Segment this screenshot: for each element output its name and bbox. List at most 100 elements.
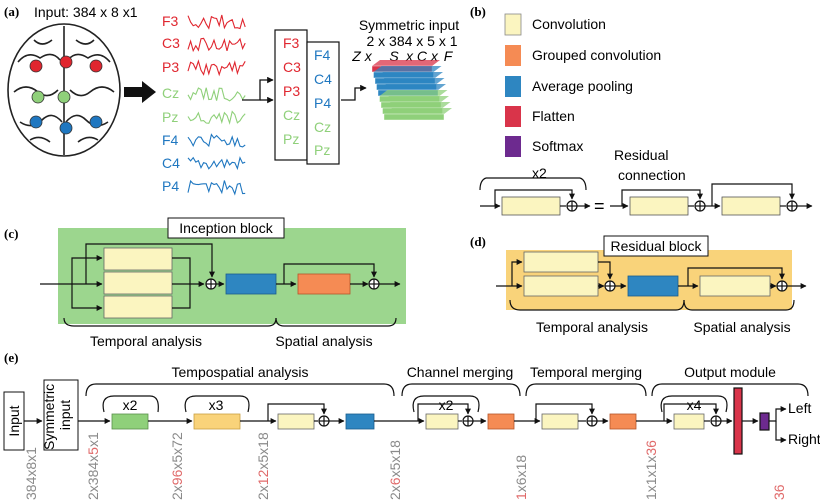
- eeg-trace: [187, 14, 246, 30]
- dimension-part: 1: [513, 492, 529, 500]
- dimension-label: 2x384x5x1: [85, 432, 101, 500]
- group-label-tempospatial: Tempospatial analysis: [172, 364, 309, 380]
- output-right: Right: [788, 431, 820, 447]
- repeat-label-e: x4: [687, 397, 702, 413]
- output-left: Left: [788, 400, 811, 416]
- electrode-pz: [57, 90, 71, 104]
- stack-label: Cz: [314, 119, 331, 135]
- dimension-part: 2x: [387, 485, 403, 500]
- spatial-analysis-d: Spatial analysis: [693, 319, 790, 335]
- group-label-channel-merging: Channel merging: [407, 364, 514, 380]
- channel-label: Cz: [162, 85, 179, 101]
- eeg-trace: [187, 179, 246, 196]
- electrode-p4: [89, 115, 103, 129]
- channel-stack-left: F3 C3 P3 Cz Pz: [274, 29, 308, 161]
- eeg-channel-labels: F3 C3 P3 Cz Pz F4 C4 P4: [162, 13, 180, 194]
- repeat-label-e: x2: [123, 397, 138, 413]
- stack-label: P4: [314, 95, 331, 111]
- symmetric-input-label: Symmetric: [41, 384, 57, 450]
- dimension-part: 6: [387, 477, 403, 485]
- repeat-label-b: x2: [532, 165, 547, 181]
- legend-label: Average pooling: [532, 78, 633, 94]
- stack-label: Pz: [314, 142, 330, 158]
- electrodes: [29, 55, 103, 135]
- pipeline-groups: [85, 383, 809, 413]
- tensor-layer: [383, 113, 445, 121]
- legend: Convolution Grouped convolution Average …: [504, 13, 661, 157]
- dimension-part: 5: [85, 447, 101, 455]
- channel-stack-right: F4 C4 P4 Cz Pz: [306, 41, 340, 165]
- dimension-part: x5x18: [387, 440, 403, 478]
- dimension-label: 384x8x1: [23, 447, 39, 500]
- dimension-part: 12: [255, 469, 271, 485]
- input-label: Input: 384 x 8 x1: [34, 4, 138, 20]
- residual-title: Residual block: [610, 238, 702, 254]
- legend-swatch-grouped: [505, 45, 521, 66]
- legend-swatch-pooling: [505, 76, 521, 97]
- legend-label: Softmax: [532, 138, 583, 154]
- panel-label-b: (b): [470, 4, 486, 19]
- panel-label-d: (d): [470, 234, 486, 249]
- electrode-c3: [59, 55, 73, 69]
- repeat-label-e: x3: [209, 397, 224, 413]
- stack-label: C4: [314, 71, 332, 87]
- big-arrow: [124, 81, 156, 103]
- dimension-label: 2x6x5x18: [387, 440, 403, 500]
- tensor-layer-top: [379, 90, 448, 96]
- panel-label-c: (c): [4, 226, 18, 241]
- channel-label: C3: [162, 35, 180, 51]
- channel-label: Pz: [162, 109, 178, 125]
- symmetric-input-label: Symmetric input 2 x 384 x 5 x 1 Z x S x …: [351, 17, 459, 64]
- input-box-label: Input: [6, 405, 22, 436]
- dimension-part: x6x18: [513, 455, 529, 493]
- pipeline-flow: [24, 387, 787, 455]
- dimension-label: 36: [771, 484, 787, 500]
- electrode-f4: [29, 115, 43, 129]
- stack-label: F3: [283, 35, 300, 51]
- electrode-f3: [29, 59, 43, 73]
- group-label-temporal-merging: Temporal merging: [530, 364, 642, 380]
- panel-label-e: (e): [4, 350, 18, 365]
- brain-illustration: [7, 23, 121, 157]
- legend-swatch-softmax: [505, 136, 521, 157]
- residual-line1: Residual: [614, 147, 668, 163]
- eeg-trace: [187, 87, 246, 102]
- dimension-label: 1x1x1x36: [643, 440, 659, 500]
- dimension-part: 2x: [169, 485, 185, 500]
- group-label-output-module: Output module: [684, 364, 776, 380]
- repeat-label-e: x2: [439, 397, 454, 413]
- channel-label: F3: [162, 13, 179, 29]
- tensor-layer-top: [372, 60, 440, 66]
- sym-title: Symmetric input: [359, 17, 459, 33]
- stack-label: Cz: [283, 107, 300, 123]
- electrode-c4: [59, 121, 73, 135]
- legend-swatch-convolution: [504, 13, 522, 36]
- dimension-part: 96: [169, 469, 185, 485]
- legend-label: Convolution: [532, 16, 606, 32]
- eeg-trace: [187, 59, 246, 77]
- channel-label: F4: [162, 132, 179, 148]
- tensor-layer-top: [376, 78, 445, 84]
- eeg-traces: [187, 14, 246, 196]
- residual-equivalence: [479, 177, 813, 216]
- sym-dims: 2 x 384 x 5 x 1: [366, 33, 457, 49]
- tensor-layer-top: [381, 96, 449, 102]
- electrode-p3: [89, 59, 103, 73]
- sym-axis-f: F: [444, 48, 454, 64]
- stack-label: Pz: [283, 131, 299, 147]
- tensor-layer-top: [382, 102, 451, 108]
- residual-diagram: [496, 251, 807, 311]
- tensor-layer-top: [384, 108, 452, 114]
- eeg-trace: [187, 156, 246, 171]
- dimension-part: 36: [643, 440, 659, 456]
- dimension-part: x1: [85, 432, 101, 447]
- residual-line2: connection: [618, 167, 686, 183]
- dimension-part: 2x: [255, 485, 271, 500]
- dimension-label: 1x6x18: [513, 455, 529, 500]
- temporal-analysis-c: Temporal analysis: [90, 333, 202, 349]
- eeg-trace: [187, 110, 246, 125]
- tensor-layer-top: [378, 84, 446, 90]
- tensor-layer-top: [375, 72, 443, 78]
- dimension-part: x5x72: [169, 432, 185, 470]
